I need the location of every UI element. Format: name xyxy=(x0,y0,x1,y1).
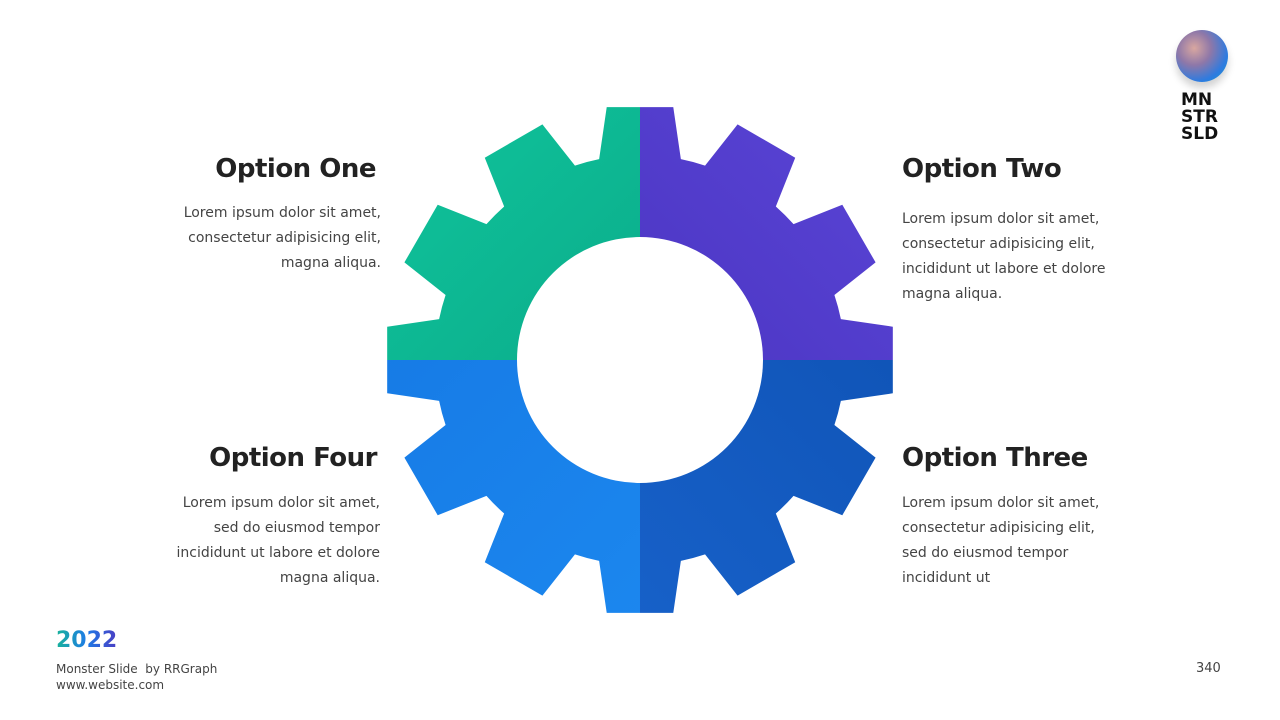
logo-line: STR xyxy=(1181,107,1218,127)
option-three-line: sed do eiusmod tempor xyxy=(902,545,1069,561)
logo-line: SLD xyxy=(1181,124,1219,144)
option-two-line: magna aliqua. xyxy=(902,286,1003,302)
option-four-line: Lorem ipsum dolor sit amet, xyxy=(182,495,380,511)
option-two-title: Option Two xyxy=(902,154,1062,184)
option-four-line: incididunt ut labore et dolore xyxy=(176,545,380,561)
option-one-title: Option One xyxy=(215,154,376,184)
gear-quadrant-bottom-left xyxy=(387,360,640,613)
logo-sphere-icon xyxy=(1176,30,1228,82)
option-one-line: Lorem ipsum dolor sit amet, xyxy=(183,205,381,221)
option-four-line: magna aliqua. xyxy=(279,570,380,586)
option-three-title: Option Three xyxy=(902,443,1088,473)
footer-website: www.website.com xyxy=(56,678,165,692)
gear-quadrant-bottom-right xyxy=(640,360,893,613)
option-three-line: incididunt ut xyxy=(902,570,991,586)
option-two-line: incididunt ut labore et dolore xyxy=(902,261,1106,277)
option-three-line: consectetur adipisicing elit, xyxy=(902,520,1095,536)
option-four-title: Option Four xyxy=(209,443,377,473)
option-three-text: Lorem ipsum dolor sit amet, consectetur … xyxy=(902,491,1142,591)
logo-text: MN STR SLD xyxy=(1181,92,1231,143)
logo-line: MN xyxy=(1181,90,1213,110)
option-one-line: magna aliqua. xyxy=(280,255,381,271)
option-two-text: Lorem ipsum dolor sit amet, consectetur … xyxy=(902,207,1142,307)
page-number: 340 xyxy=(1196,661,1221,676)
brand-logo: MN STR SLD xyxy=(1176,30,1230,143)
gear-quadrant-top-left xyxy=(387,107,640,360)
option-two-line: consectetur adipisicing elit, xyxy=(902,236,1095,252)
option-two-line: Lorem ipsum dolor sit amet, xyxy=(902,211,1100,227)
footer-year: 2022 xyxy=(56,628,118,653)
option-one-text: Lorem ipsum dolor sit amet, consectetur … xyxy=(141,201,381,276)
option-three-line: Lorem ipsum dolor sit amet, xyxy=(902,495,1100,511)
footer-credit: Monster Slide by RRGraph www.website.com xyxy=(56,661,217,693)
gear-quadrant-top-right xyxy=(640,107,893,360)
option-four-line: sed do eiusmod tempor xyxy=(213,520,380,536)
option-four-text: Lorem ipsum dolor sit amet, sed do eiusm… xyxy=(140,491,380,591)
footer-credit-line: Monster Slide by RRGraph xyxy=(56,662,218,676)
option-one-line: consectetur adipisicing elit, xyxy=(188,230,381,246)
